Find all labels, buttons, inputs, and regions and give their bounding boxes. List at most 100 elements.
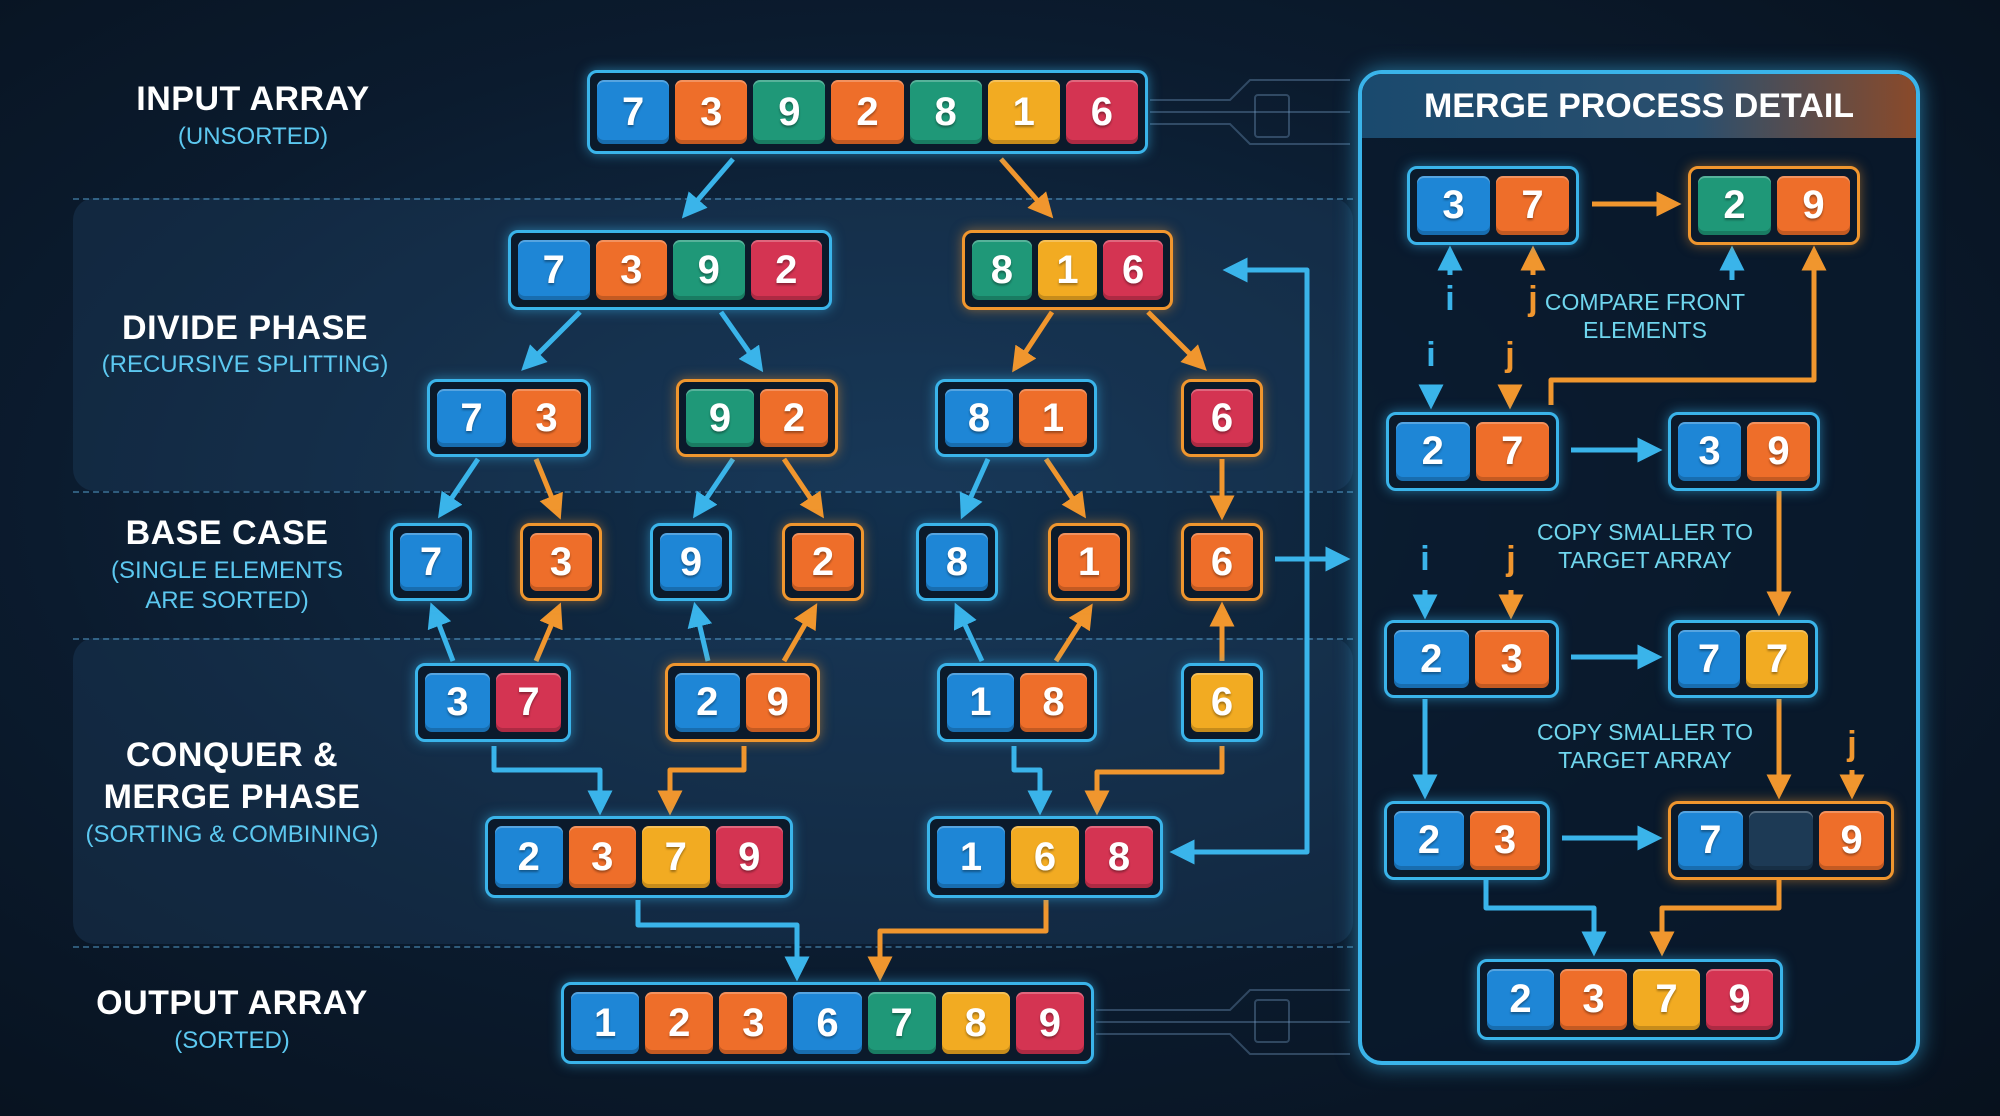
input-array-title: INPUT ARRAY	[136, 80, 370, 118]
output-array-subtitle: (SORTED)	[174, 1027, 290, 1054]
array-cell: 3	[595, 240, 667, 300]
conquer-phase-subtitle: (SORTING & COMBINING)	[85, 821, 379, 848]
array-cell: 3	[425, 673, 490, 732]
blue-arrows	[427, 157, 1745, 982]
array-base-6: 6	[1181, 523, 1263, 601]
base-case-title: BASE CASE	[125, 514, 329, 552]
array-cell: 3	[1474, 630, 1549, 688]
array-cell: 2	[1394, 630, 1469, 688]
array-cell: 6	[1065, 80, 1138, 144]
note-compare: COMPARE FRONT ELEMENTS	[1544, 289, 1746, 343]
array-cell: 9	[745, 673, 810, 732]
array-cell: 2	[831, 80, 904, 144]
array-base-2: 2	[782, 523, 864, 601]
array-cell: 2	[1487, 969, 1554, 1030]
array-cell: 1	[937, 826, 1005, 888]
array-cell: 2	[750, 240, 822, 300]
array-cell: 1	[571, 992, 640, 1054]
array-cell: 9	[715, 826, 783, 888]
array-cell: 2	[760, 389, 828, 447]
divide-phase-subtitle: (RECURSIVE SPLITTING)	[101, 351, 389, 378]
array-cell: 7	[496, 673, 561, 732]
array-cell: 9	[686, 389, 754, 447]
array-cell: 3	[1417, 176, 1490, 235]
array-cell: 1	[1019, 389, 1087, 447]
divide-phase-title: DIVIDE PHASE	[122, 309, 368, 347]
array-base-9: 9	[650, 523, 732, 601]
array-cell: 8	[1085, 826, 1153, 888]
array-cell: 3	[530, 533, 592, 591]
pointer-i: i	[1426, 336, 1436, 374]
array-cell: 2	[1394, 811, 1464, 870]
conquer-phase-title-1: CONQUER &	[125, 736, 339, 774]
array-cell: 7	[1678, 811, 1743, 870]
array-cell: 7	[1633, 969, 1700, 1030]
array-cell: 8	[926, 533, 988, 591]
array-cell: 6	[793, 992, 862, 1054]
array-cell: 2	[495, 826, 563, 888]
array-base-3: 3	[520, 523, 602, 601]
array-cell: 6	[1191, 533, 1253, 591]
array-cell: 7	[1475, 422, 1549, 481]
array-cell: 8	[909, 80, 982, 144]
array-cell: 6	[1191, 673, 1253, 732]
pointer-j: j	[1847, 725, 1857, 763]
array-cell: 6	[1191, 389, 1253, 447]
array-cell: 7	[867, 992, 936, 1054]
array-cell: 2	[675, 673, 740, 732]
array-cell: 3	[1470, 811, 1540, 870]
array-cell: 7	[597, 80, 670, 144]
pointer-j: j	[1505, 336, 1515, 374]
array-cell: 9	[1015, 992, 1084, 1054]
array-base-7: 7	[390, 523, 472, 601]
array-cell: 2	[792, 533, 854, 591]
array-div-6: 6	[1181, 379, 1263, 457]
pointer-j: j	[1506, 540, 1516, 578]
array-base-8: 8	[916, 523, 998, 601]
array-cell: 9	[1777, 176, 1850, 235]
array-cell: 1	[1037, 240, 1098, 300]
array-cell: 7	[1678, 630, 1740, 688]
array-cell: 9	[1819, 811, 1885, 870]
array-cell: 1	[987, 80, 1060, 144]
array-base-1: 1	[1048, 523, 1130, 601]
array-cell: 9	[660, 533, 722, 591]
panel-title: MERGE PROCESS DETAIL	[1362, 74, 1916, 138]
array-cell: 7	[518, 240, 590, 300]
array-cell: 3	[719, 992, 788, 1054]
array-cell: 6	[1103, 240, 1164, 300]
array-cell: 9	[1706, 969, 1773, 1030]
divider	[73, 946, 1353, 948]
array-cell: 3	[1560, 969, 1627, 1030]
pointer-i: i	[1420, 540, 1430, 578]
note-copy-2: COPY SMALLER TO TARGET ARRAY	[1536, 719, 1754, 773]
empty-cell	[1748, 811, 1814, 870]
pointer-i: i	[1445, 280, 1455, 318]
array-cell: 2	[645, 992, 714, 1054]
array-cell: 7	[642, 826, 710, 888]
array-cell: 1	[947, 673, 1014, 732]
array-cell: 2	[1698, 176, 1771, 235]
array-cell: 9	[753, 80, 826, 144]
base-case-subtitle-1: (SINGLE ELEMENTS	[110, 557, 344, 584]
